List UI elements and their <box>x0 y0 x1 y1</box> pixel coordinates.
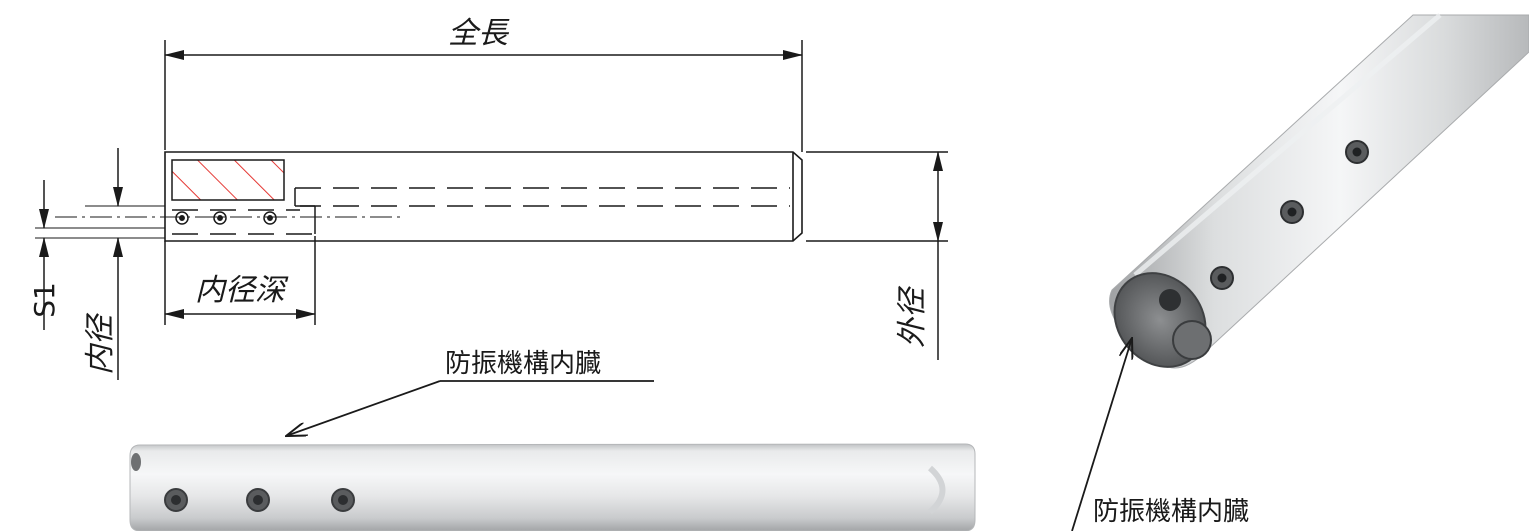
bore-hidden-lines <box>172 187 790 235</box>
damper-callout-text: 防振機構内臓 <box>445 349 601 379</box>
set-screw-icon <box>1280 200 1304 224</box>
set-screw-icon <box>263 211 277 225</box>
bar-photo <box>129 443 976 531</box>
s1-label: S1 <box>28 282 61 318</box>
angled-bar-photo <box>1109 13 1529 369</box>
overall-length-label: 全長 <box>448 16 510 51</box>
damper-photo-callout: 防振機構内臓 <box>1071 338 1249 531</box>
set-screw-icon <box>213 211 227 225</box>
bore-diameter-dimension: 内径 <box>83 148 123 380</box>
set-screw-icon <box>331 488 355 512</box>
bore-depth-label: 内径深 <box>195 273 289 308</box>
set-screw-icon <box>246 488 270 512</box>
set-screw-icon <box>1210 266 1234 290</box>
damper-photo-callout-text: 防振機構内臓 <box>1093 497 1249 527</box>
set-screw-icon <box>164 488 188 512</box>
outer-diameter-dimension: 外径 <box>806 151 948 360</box>
bore-depth-dimension: 内径深 <box>164 236 316 325</box>
set-screw-icon <box>1345 140 1369 164</box>
damper-callout: 防振機構内臓 <box>286 349 654 436</box>
s1-dimension: S1 <box>28 180 61 330</box>
outer-diameter-label: 外径 <box>895 285 930 348</box>
bore-diameter-label: 内径 <box>83 312 118 375</box>
set-screw-icon <box>175 211 189 225</box>
bore-step <box>294 188 316 234</box>
overall-length-dimension: 全長 <box>164 16 803 152</box>
hatched-section <box>171 159 285 201</box>
set-screw-symbols <box>175 211 277 225</box>
left-extension-lines <box>35 205 165 239</box>
